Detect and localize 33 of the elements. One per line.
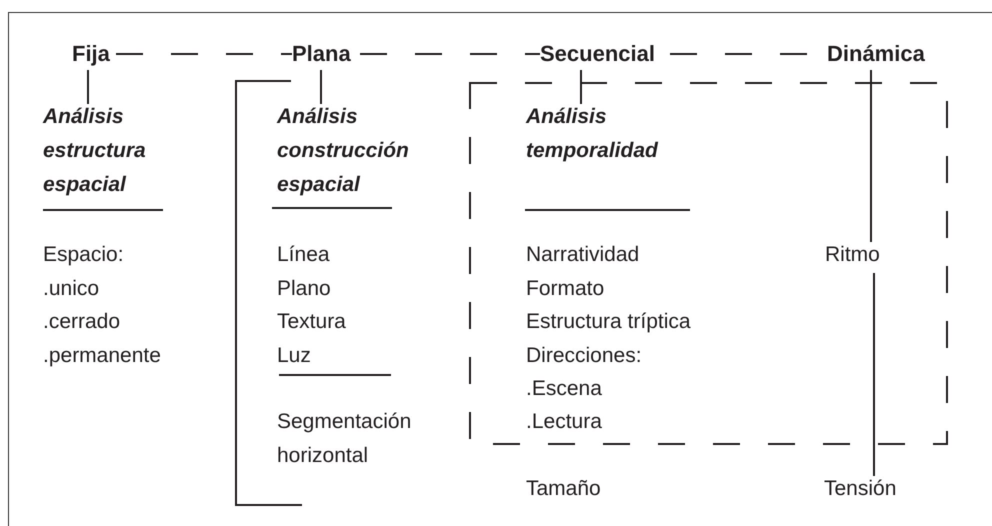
connector-line [320,70,322,104]
category-label: Fija [72,41,116,69]
list-item: .unico [43,276,100,302]
dashed-frame [469,82,948,445]
dashed-connector [360,53,540,55]
list-item: Textura [277,309,346,335]
list-item: .cerrado [43,309,120,335]
list-item: Segmentación horizontal [277,409,412,468]
connector-line [580,70,582,104]
category-label: Dinámica [827,41,942,69]
list-item: Tamaño [526,476,601,502]
heading-text: Análisis estructura espacial [43,100,173,202]
list-item: Narratividad [526,242,640,268]
term-text: Ritmo [825,238,895,272]
list-item: Plano [277,276,331,302]
dashed-connector [116,53,292,55]
list-item: Espacio: [43,242,124,268]
list-item: .Escena [526,376,602,402]
heading-text: Análisis construcción espacial [277,100,427,202]
list-item: Luz [277,343,311,369]
connector-line [87,70,89,104]
list-item: .permanente [43,343,161,369]
category-label: Plana [292,41,360,69]
list-item: Formato [526,276,604,302]
heading-text: Análisis temporalidad [526,100,696,168]
category-label: Secuencial [540,41,670,69]
list-item: Direcciones: [526,343,642,369]
list-item: .Lectura [526,409,602,435]
connector-line [873,273,875,476]
list-item: Línea [277,242,330,268]
list-item: Estructura tríptica [526,309,691,335]
term-text: Tensión [824,472,908,506]
connector-line [870,70,872,242]
